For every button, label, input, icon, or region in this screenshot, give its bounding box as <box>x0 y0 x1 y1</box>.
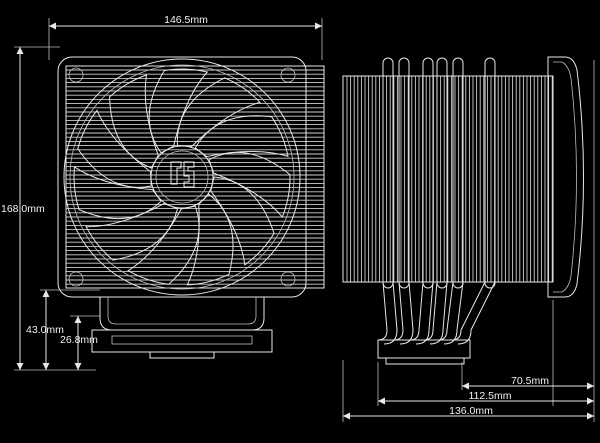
side-fin-stack <box>346 76 553 282</box>
side-fan-profile <box>547 56 584 298</box>
depth-136-label: 136.0mm <box>449 405 493 417</box>
height-label: 168.0mm <box>1 203 45 215</box>
front-view <box>57 56 325 359</box>
depth-112-label: 112.5mm <box>469 390 512 402</box>
dimension-lines <box>14 18 595 422</box>
deepcool-logo-icon <box>170 161 195 188</box>
fan-ring <box>63 58 301 296</box>
height-43-label: 43.0mm <box>26 324 64 336</box>
side-view <box>342 56 584 365</box>
side-heatpipes <box>382 57 496 289</box>
fan-hub <box>150 145 214 209</box>
fan-blades <box>73 68 291 286</box>
height-26-label: 26.8mm <box>60 334 98 346</box>
width-label: 146.5mm <box>164 14 208 26</box>
fan-frame <box>57 56 307 298</box>
depth-70-label: 70.5mm <box>511 375 549 387</box>
front-base-plate <box>91 329 273 353</box>
